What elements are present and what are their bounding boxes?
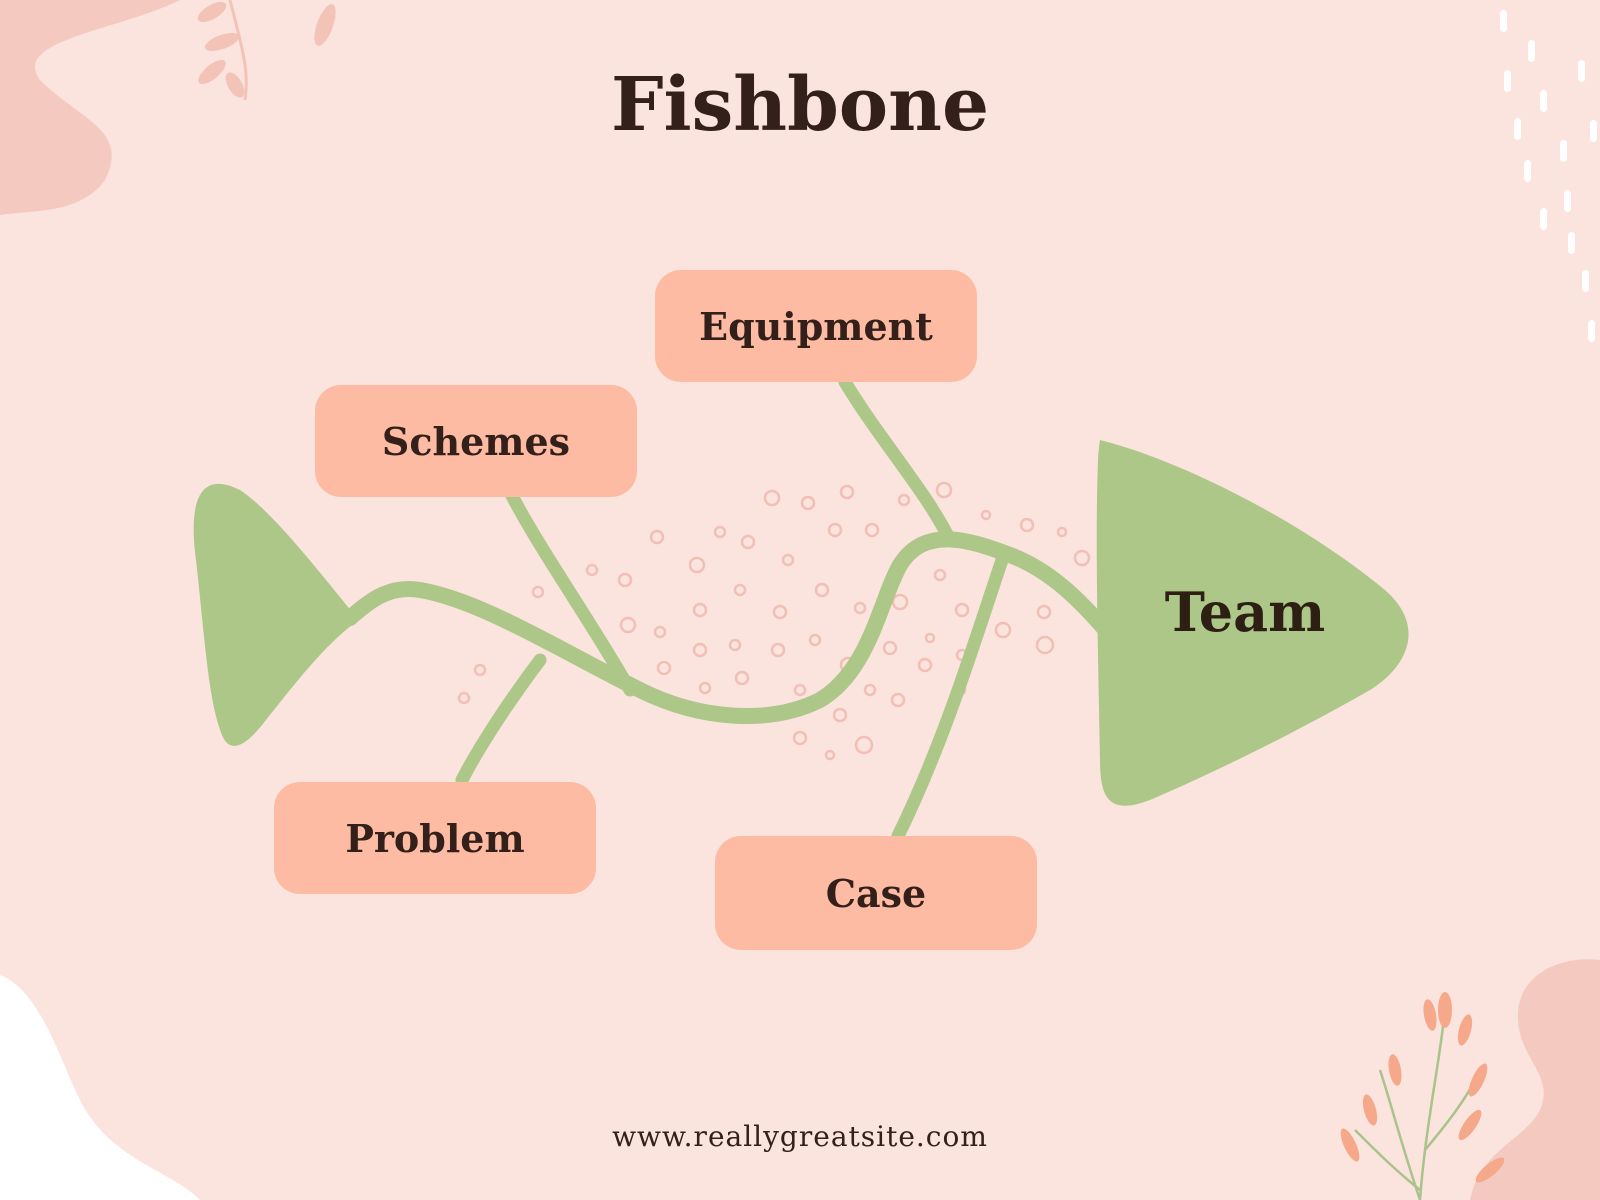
bone-problem [455,653,547,787]
cause-box-equipment: Equipment [655,270,977,382]
fish-tail [193,483,352,746]
leaf-sprig-icon [197,0,336,101]
effect-label-team: Team [1164,580,1326,644]
cause-box-problem: Problem [274,782,596,894]
bone-schemes [503,485,637,697]
plant-icon [1340,992,1505,1200]
bone-equipment [838,375,957,547]
page-title: Fishbone [610,62,990,148]
white-dashes-decor [1500,10,1597,342]
bottom-left-white-blob [0,975,200,1200]
cause-box-case: Case [715,836,1037,950]
cause-box-schemes: Schemes [315,385,637,497]
footer-url: www.reallygreatsite.com [612,1120,988,1153]
bottom-right-blob [1470,959,1600,1200]
top-left-blob [0,0,180,215]
bone-case [891,553,1009,843]
dot-texture-decor [457,481,1091,761]
fish-head [1096,440,1409,806]
fish-spine [342,531,1118,725]
